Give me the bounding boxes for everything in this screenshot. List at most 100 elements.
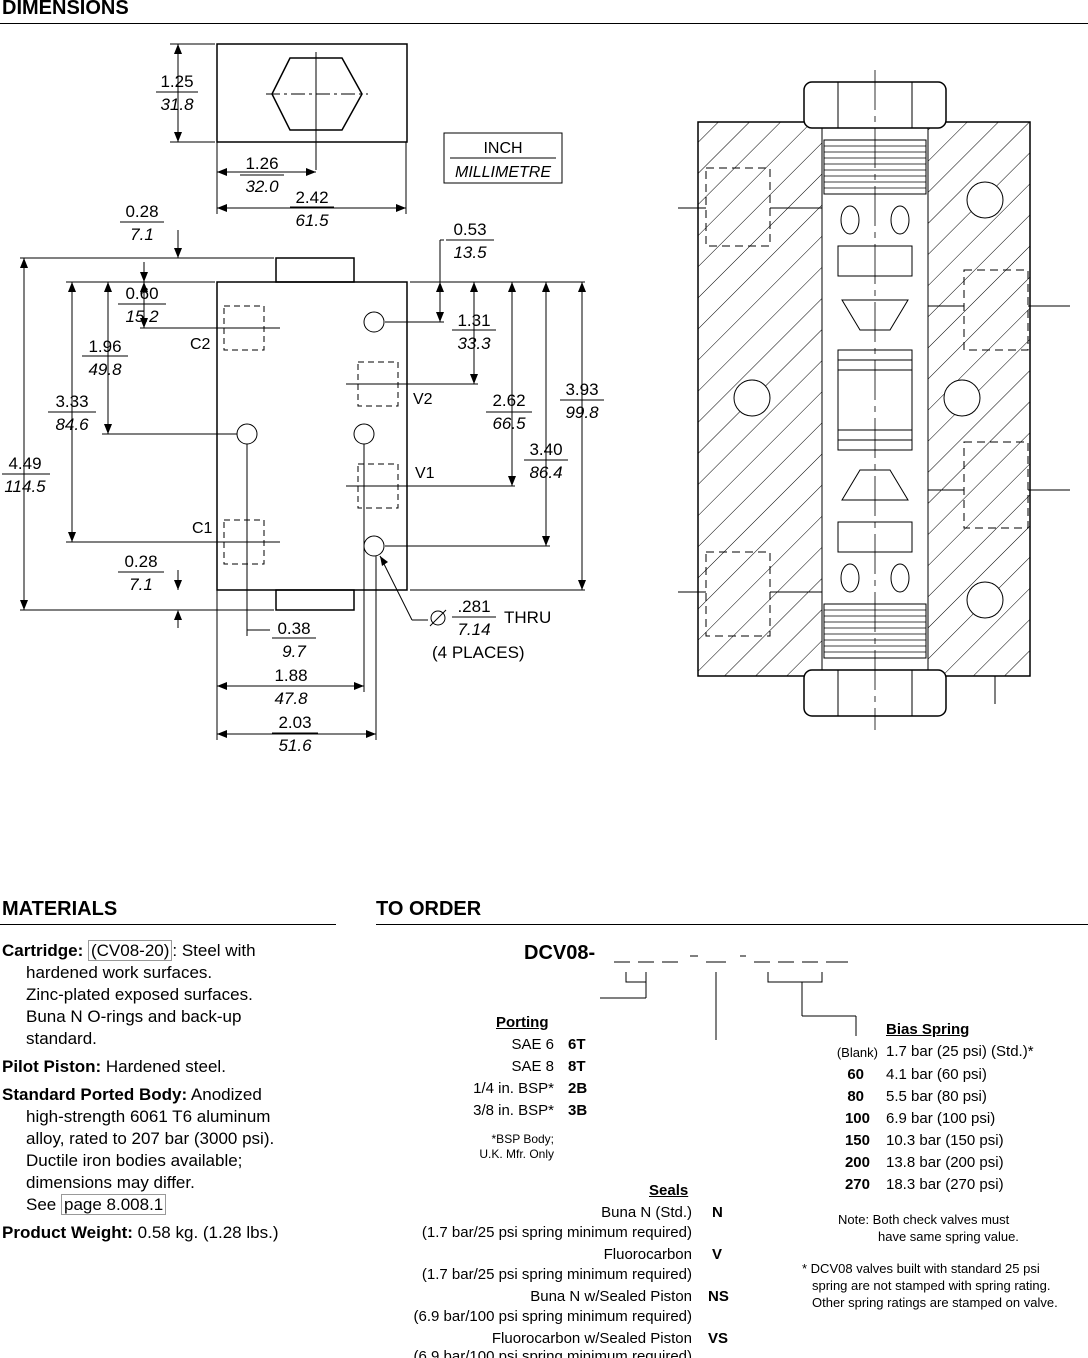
note-line-1: have same spring value. <box>878 1229 1019 1244</box>
body-line-2: alloy, rated to 207 bar (3000 psi). <box>26 1129 275 1148</box>
dim-028a: 0.28 <box>125 202 158 221</box>
bias-title: Bias Spring <box>886 1021 970 1038</box>
dim-131: 1.31 <box>457 311 490 330</box>
weight-label: Product Weight: <box>2 1223 133 1242</box>
dim-262: 2.62 <box>492 391 525 410</box>
dim-333i: 3.33 <box>55 392 88 411</box>
to-order-heading: TO ORDER <box>376 898 482 920</box>
porting-label-2: 1/4 in. BSP* <box>473 1080 554 1097</box>
dimensions-rule <box>0 23 1088 24</box>
hole-places: (4 PLACES) <box>432 643 525 662</box>
seal-code-1: V <box>712 1246 723 1263</box>
body-line-4: dimensions may differ. <box>26 1173 195 1192</box>
cartridge-link[interactable]: (CV08-20) <box>87 940 173 961</box>
seal-code-0: N <box>712 1204 723 1221</box>
top-view <box>170 43 408 214</box>
footnote-line-1: spring are not stamped with spring ratin… <box>812 1278 1051 1293</box>
dim-478: 47.8 <box>274 689 308 708</box>
dim-318: 31.8 <box>160 95 194 114</box>
dim-516: 51.6 <box>278 736 312 755</box>
dim-196: 1.96 <box>88 337 121 356</box>
bias-value-1: 4.1 bar (60 psi) <box>886 1066 987 1083</box>
bias-value-3: 6.9 bar (100 psi) <box>886 1110 996 1127</box>
dim-152: 15.2 <box>125 307 159 326</box>
bias-value-4: 10.3 bar (150 psi) <box>886 1132 1004 1149</box>
seal-label-2: Buna N w/Sealed Piston <box>530 1288 692 1305</box>
dim-320: 32.0 <box>245 177 279 196</box>
port-v1-label: V1 <box>415 465 435 482</box>
porting-code-3: 3B <box>568 1102 588 1119</box>
porting-label-0: SAE 6 <box>511 1036 554 1053</box>
dim-340: 3.40 <box>529 440 562 459</box>
materials-heading: MATERIALS <box>2 898 118 920</box>
dim-615: 61.5 <box>295 211 329 230</box>
dim-125: 1.25 <box>160 72 193 91</box>
weight-line: Product Weight: 0.58 kg. (1.28 lbs.) <box>2 1222 342 1244</box>
pilot-text: Hardened steel. <box>101 1057 226 1076</box>
porting-label-3: 3/8 in. BSP* <box>473 1102 554 1119</box>
porting-title: Porting <box>496 1014 549 1031</box>
footnote-line-2: Other spring ratings are stamped on valv… <box>812 1295 1058 1310</box>
cartridge-label: Cartridge: <box>2 941 84 960</box>
front-view <box>20 230 585 740</box>
porting-label-1: SAE 8 <box>511 1058 554 1075</box>
materials-list: Cartridge: (CV08-20): Steel with hardene… <box>2 940 342 1244</box>
legend-mm: MILLIMETRE <box>455 164 551 181</box>
dim-846: 84.6 <box>55 415 89 434</box>
bias-value-0: 1.7 bar (25 psi) (Std.)* <box>886 1043 1034 1060</box>
dim-393: 3.93 <box>565 380 598 399</box>
cartridge-line-2: Zinc-plated exposed surfaces. <box>26 985 253 1004</box>
dim-038: 0.38 <box>277 619 310 638</box>
porting-code-1: 8T <box>568 1058 586 1075</box>
order-code-bracket-lines <box>600 955 857 1040</box>
dim-053: 0.53 <box>453 220 486 239</box>
dimension-drawing: INCH MILLIMETRE <box>2 43 1070 755</box>
dim-333: 33.3 <box>457 334 491 353</box>
dim-203: 2.03 <box>278 713 311 732</box>
section-view <box>678 70 1070 730</box>
dim-665: 66.5 <box>492 414 526 433</box>
body-label: Standard Ported Body: <box>2 1085 188 1104</box>
legend-inch: INCH <box>483 140 522 157</box>
dim-449: 4.49 <box>8 454 41 473</box>
see-text: See <box>26 1195 61 1214</box>
footnote-line-0: * DCV08 valves built with standard 25 ps… <box>802 1261 1040 1276</box>
seals-title: Seals <box>649 1182 689 1199</box>
cartridge-line-4: standard. <box>26 1029 97 1048</box>
to-order-rule <box>376 924 1088 925</box>
seal-label-1: Fluorocarbon <box>603 1246 692 1263</box>
seal-code-2: NS <box>708 1288 729 1305</box>
diameter-icon <box>430 610 446 626</box>
dimensions-heading: DIMENSIONS <box>2 0 129 19</box>
bias-code-0: (Blank) <box>836 1045 878 1060</box>
bsp-note-1: U.K. Mfr. Only <box>479 1147 554 1161</box>
materials-rule <box>0 924 336 925</box>
bias-code-6: 270 <box>844 1176 870 1193</box>
dim-135: 13.5 <box>453 243 487 262</box>
body-text: Anodized <box>187 1085 262 1104</box>
dim-97: 9.7 <box>282 642 306 661</box>
port-v2-label: V2 <box>413 391 433 408</box>
seal-label-3: Fluorocarbon w/Sealed Piston <box>491 1330 692 1347</box>
dim-1145: 114.5 <box>4 477 46 496</box>
cartridge-line-1: hardened work surfaces. <box>26 963 213 982</box>
see-page-link[interactable]: page 8.008.1 <box>60 1194 167 1215</box>
hole-thru: THRU <box>504 608 551 627</box>
dim-060: 0.60 <box>125 284 158 303</box>
dim-242: 2.42 <box>295 188 328 207</box>
porting-code-0: 6T <box>568 1036 586 1053</box>
weight-text: 0.58 kg. (1.28 lbs.) <box>132 1223 279 1242</box>
dim-71a: 7.1 <box>130 225 154 244</box>
bias-code-3: 100 <box>844 1110 870 1127</box>
body-line: Standard Ported Body: Anodized <box>2 1084 342 1106</box>
note-line-0: Note: Both check valves must <box>838 1212 1010 1227</box>
see-line: See page 8.008.1 <box>2 1194 342 1216</box>
seal-sub-3: (6.9 bar/100 psi spring minimum required… <box>413 1348 692 1358</box>
bias-code-2: 80 <box>847 1088 864 1105</box>
bias-code-4: 150 <box>844 1132 870 1149</box>
port-c1-label: C1 <box>192 520 213 537</box>
seal-sub-1: (1.7 bar/25 psi spring minimum required) <box>421 1266 692 1283</box>
units-legend-box <box>443 132 563 184</box>
cartridge-line-3: Buna N O-rings and back-up <box>26 1007 242 1026</box>
hole-inch: .281 <box>457 597 490 616</box>
